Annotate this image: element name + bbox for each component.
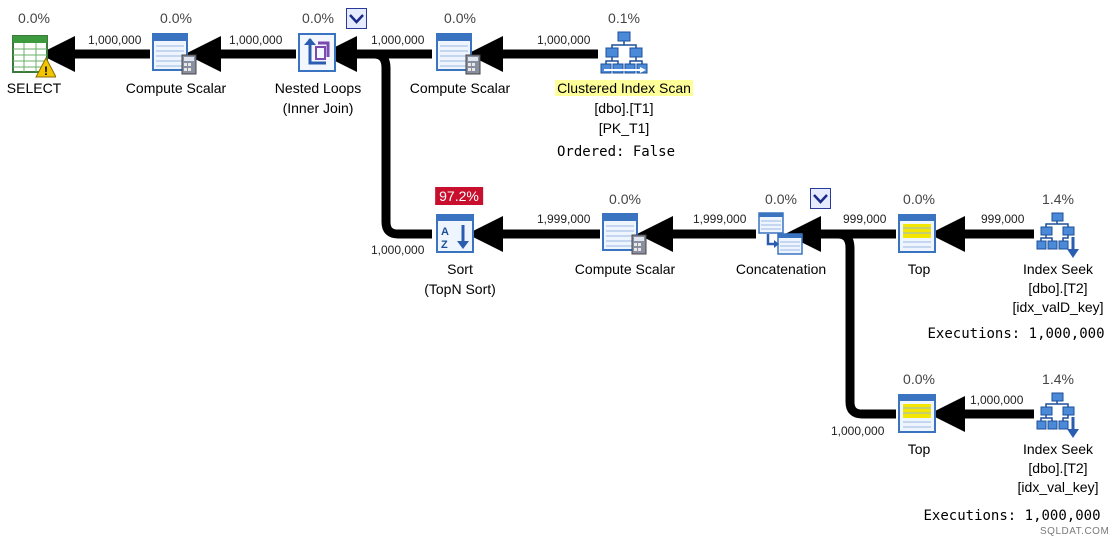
cost-percent: 0.0% [18,10,50,26]
operator-label[interactable]: Nested Loops [274,80,362,96]
row-count-label: 999,000 [981,212,1025,226]
operator-label[interactable]: Top [907,261,931,277]
chevron-down-icon[interactable] [346,8,367,29]
operator-label[interactable]: Concatenation [735,261,827,277]
operator-note: Executions: 1,000,000 [927,326,1105,342]
operator-label[interactable]: SELECT [6,80,62,96]
operator-label[interactable]: Compute Scalar [409,80,511,96]
index-seek-icon[interactable] [1036,391,1079,438]
svg-text:A: A [441,226,449,238]
nested-loops-icon[interactable] [298,33,336,72]
compute-scalar-icon[interactable] [152,33,197,75]
operator-sublabel: (Inner Join) [282,100,354,116]
row-count-label: 1,000,000 [229,33,283,47]
row-count-label: 1,000,000 [970,393,1024,407]
row-count-label: 1,000,000 [831,424,885,438]
operator-note: Ordered: False [556,144,676,160]
operator-label[interactable]: Compute Scalar [574,261,676,277]
arrow-top2-to-concat[interactable] [814,229,896,419]
concatenation-icon[interactable] [758,212,803,255]
operator-sublabel: (TopN Sort) [424,281,496,297]
arrow-sort-to-nl[interactable] [350,49,432,239]
cost-percent: 0.0% [903,371,935,387]
cost-percent: 1.4% [1042,191,1074,207]
top-icon[interactable] [898,214,936,253]
svg-text:Z: Z [441,239,448,251]
operator-label[interactable]: Clustered Index Scan [555,80,693,96]
operator-index: [idx_valD_key] [1012,299,1104,315]
operator-table: [dbo].[T1] [594,100,654,116]
row-count-label: 1,000,000 [371,33,425,47]
cost-percent: 0.0% [444,10,476,26]
row-count-label: 1,000,000 [88,33,142,47]
operator-index: [PK_T1] [598,120,650,136]
cost-percent: 0.0% [302,10,334,26]
cost-percent: 0.0% [903,191,935,207]
cost-percent: 0.0% [160,10,192,26]
cost-percent: 0.1% [608,10,640,26]
operator-index: [idx_val_key] [1017,479,1099,495]
row-count-label: 1,999,000 [537,212,591,226]
select-icon[interactable]: ! [12,35,57,78]
chevron-down-icon[interactable] [810,188,831,209]
compute-scalar-icon[interactable] [436,33,481,75]
clustered-index-scan-icon[interactable] [600,30,648,74]
row-count-label: 1,999,000 [693,212,747,226]
operator-label[interactable]: Sort [447,261,473,277]
compute-scalar-icon[interactable] [602,213,647,255]
row-count-label: 999,000 [843,212,887,226]
cost-percent: 0.0% [765,191,797,207]
cost-percent: 1.4% [1042,371,1074,387]
row-count-label: 1,000,000 [371,243,425,257]
operator-label[interactable]: Index Seek [1022,261,1094,277]
cost-percent-highlight: 97.2% [435,187,483,205]
sort-icon[interactable]: A Z [436,214,474,253]
watermark: SQLDAT.COM [1040,526,1110,537]
operator-label[interactable]: Index Seek [1022,441,1094,457]
operator-label[interactable]: Compute Scalar [125,80,227,96]
index-seek-icon[interactable] [1036,211,1079,258]
operator-note: Executions: 1,000,000 [923,508,1101,524]
top-icon[interactable] [898,394,936,433]
operator-table: [dbo].[T2] [1028,280,1088,296]
operator-label[interactable]: Top [907,441,931,457]
operator-table: [dbo].[T2] [1028,460,1088,476]
operator-label-selected[interactable]: Clustered Index Scan [555,79,693,98]
svg-text:!: ! [44,64,48,78]
cost-percent: 0.0% [609,191,641,207]
row-count-label: 1,000,000 [537,33,591,47]
